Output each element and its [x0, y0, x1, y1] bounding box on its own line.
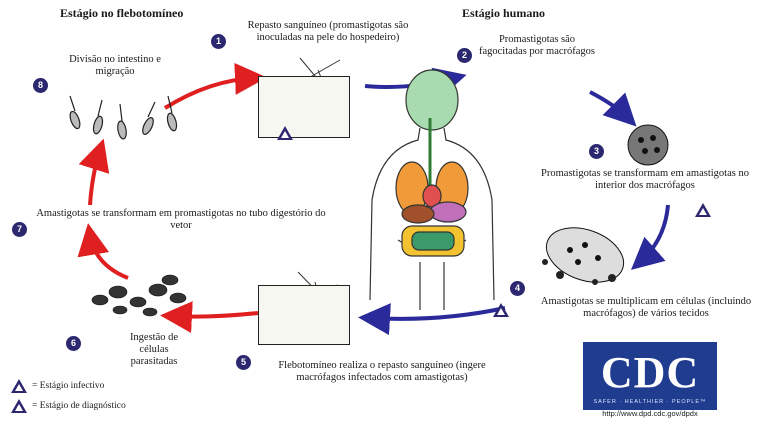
legend-infective-icon	[10, 378, 28, 394]
step-7-text: Amastigotas se transformam em promastigo…	[36, 208, 326, 232]
header-human-stage: Estágio humano	[462, 6, 545, 21]
cdc-logo: CDC SAFER · HEALTHIER · PEOPLE™	[583, 342, 717, 410]
step-8-text: Divisão no intestino e migração	[60, 54, 170, 78]
step-4-text: Amastigotas se multiplicam em células (i…	[520, 296, 772, 320]
arrow-2-to-3	[590, 92, 628, 118]
arrow-6-to-7	[90, 235, 128, 278]
legend-diagnostic-text: = Estágio de diagnóstico	[32, 401, 126, 411]
infected-cells-cluster	[92, 275, 186, 316]
arrow-8-to-1	[165, 78, 255, 108]
step-1-badge: 1	[211, 34, 226, 49]
arrow-3-to-4	[640, 205, 668, 262]
header-vector-stage: Estágio no flebotomíneo	[60, 6, 183, 21]
step-8-badge: 8	[33, 78, 48, 93]
tissue-cells-illustration	[539, 218, 631, 292]
arrow-4-to-5	[370, 308, 505, 319]
step-7-badge: 7	[12, 222, 27, 237]
promastigote-cluster	[68, 96, 178, 140]
arrow-5-to-6	[172, 313, 258, 317]
legend-infective-text: = Estágio infectivo	[32, 381, 104, 391]
step-6-badge: 6	[66, 336, 81, 351]
diagnostic-stage-icon	[492, 302, 510, 318]
cdc-logo-tagline: SAFER · HEALTHIER · PEOPLE™	[585, 399, 715, 405]
bite-inset-top	[258, 76, 350, 138]
cdc-logo-letters: CDC	[585, 347, 715, 398]
step-4-badge: 4	[510, 281, 525, 296]
legend-diagnostic-icon	[10, 398, 28, 414]
step-2-badge: 2	[457, 48, 472, 63]
step-6-text: Ingestão de células parasitadas	[116, 332, 192, 368]
arrow-7-to-8	[90, 150, 100, 205]
step-3-badge: 3	[589, 144, 604, 159]
step-5-badge: 5	[236, 355, 251, 370]
human-body-illustration	[370, 70, 494, 310]
step-1-text: Repasto sanguíneo (promastigotas são ino…	[234, 20, 422, 44]
step-2-text: Promastigotas são fagocitadas por macróf…	[478, 34, 596, 58]
infective-stage-icon	[276, 125, 294, 141]
bite-inset-bottom	[258, 285, 350, 345]
step-5-text: Flebotomíneo realiza o repasto sanguíneo…	[256, 360, 508, 384]
cdc-url[interactable]: http://www.dpd.cdc.gov/dpdx	[560, 409, 740, 418]
diagnostic-stage-icon	[694, 202, 712, 218]
macrophage-illustration	[628, 125, 668, 165]
step-3-text: Promastigotas se transformam em amastigo…	[538, 168, 752, 192]
